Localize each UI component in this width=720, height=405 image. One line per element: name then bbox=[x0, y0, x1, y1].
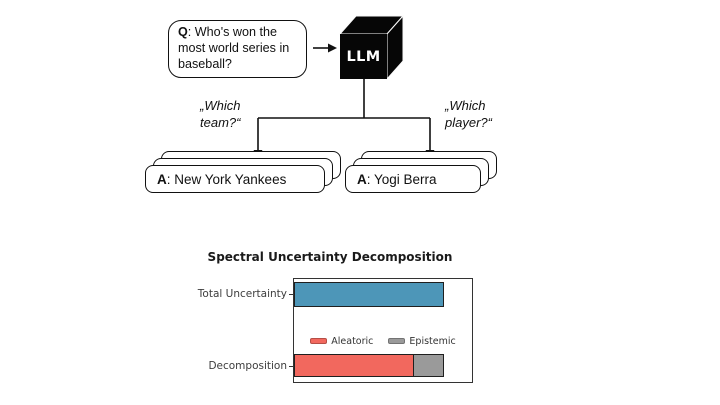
ytick-mark bbox=[289, 294, 293, 296]
llm-box-label: LLM bbox=[346, 48, 381, 65]
bar-row-total-uncertainty bbox=[294, 282, 472, 307]
answer-player-text: : Yogi Berra bbox=[366, 171, 437, 187]
aleatoric-swatch-icon bbox=[310, 338, 328, 344]
bar-aleatoric bbox=[294, 354, 414, 377]
branch-label-player: „Which player?“ bbox=[445, 98, 492, 132]
question-text: : Who's won the most world series in bas… bbox=[178, 25, 290, 71]
ytick-label-total-uncertainty: Total Uncertainty bbox=[197, 288, 287, 300]
chart-title: Spectral Uncertainty Decomposition bbox=[207, 250, 453, 264]
answer-player-prefix: A bbox=[357, 171, 367, 187]
bar-epistemic bbox=[413, 354, 444, 377]
answer-stack-player: A: Yogi Berra bbox=[345, 151, 498, 194]
question-bubble: Q: Who's won the most world series in ba… bbox=[168, 20, 307, 78]
question-to-llm-arrowhead-icon bbox=[328, 43, 337, 53]
branch-label-team: „Which team?“ bbox=[200, 98, 240, 132]
answer-team-prefix: A bbox=[157, 171, 167, 187]
legend-label-aleatoric: Aleatoric bbox=[331, 335, 374, 347]
legend-item-epistemic: Epistemic bbox=[388, 335, 456, 347]
legend-label-epistemic: Epistemic bbox=[409, 335, 456, 347]
branch-lines bbox=[257, 79, 431, 150]
bar-total-uncertainty bbox=[294, 282, 444, 307]
epistemic-swatch-icon bbox=[388, 338, 406, 344]
branch-label-player-line1: „Which bbox=[445, 98, 486, 113]
bar-row-decomposition bbox=[294, 354, 472, 377]
branch-label-team-line1: „Which bbox=[200, 98, 241, 113]
answer-team-text: : New York Yankees bbox=[166, 171, 287, 187]
ytick-label-decomposition: Decomposition bbox=[208, 360, 287, 372]
chart-legend: Aleatoric Epistemic bbox=[294, 334, 472, 348]
answer-card-player: A: Yogi Berra bbox=[345, 165, 481, 193]
branch-label-player-line2: player?“ bbox=[445, 114, 492, 130]
branch-label-team-line2: team?“ bbox=[200, 114, 241, 130]
question-prefix: Q bbox=[178, 25, 188, 39]
legend-item-aleatoric: Aleatoric bbox=[310, 336, 373, 347]
answer-card-team: A: New York Yankees bbox=[145, 165, 325, 193]
answer-stack-team: A: New York Yankees bbox=[145, 151, 342, 194]
chart-plot-area: Aleatoric Epistemic bbox=[293, 278, 473, 383]
ytick-mark bbox=[289, 366, 293, 368]
